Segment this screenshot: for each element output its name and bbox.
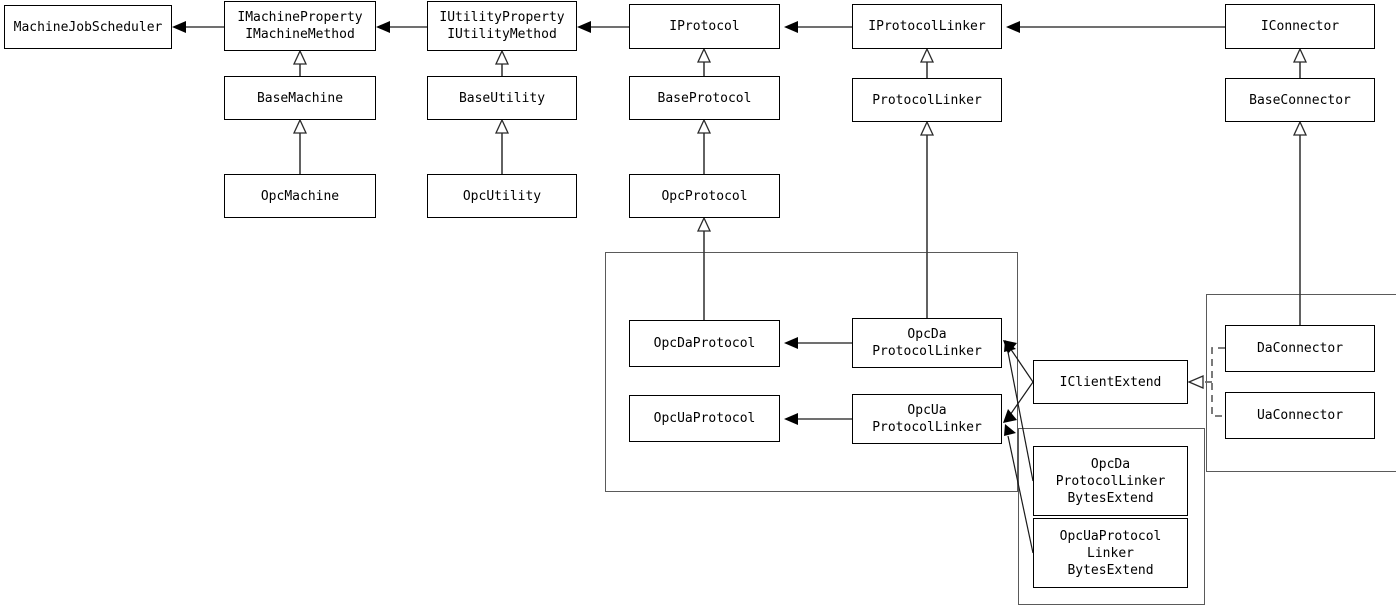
node-base-machine[interactable]: BaseMachine [224, 76, 376, 120]
node-opc-machine[interactable]: OpcMachine [224, 174, 376, 218]
node-opc-ua-protocol[interactable]: OpcUaProtocol [629, 395, 780, 442]
node-opc-utility[interactable]: OpcUtility [427, 174, 577, 218]
node-protocol-linker[interactable]: ProtocolLinker [852, 78, 1002, 122]
node-base-connector[interactable]: BaseConnector [1225, 78, 1375, 122]
node-iprotocol-linker[interactable]: IProtocolLinker [852, 4, 1002, 49]
group-protocol-package [605, 252, 1018, 492]
node-machine-job-scheduler[interactable]: MachineJobScheduler [4, 5, 172, 49]
node-opc-ua-linker-bytes-extend[interactable]: OpcUaProtocol Linker BytesExtend [1033, 518, 1188, 588]
node-opc-da-protocol-linker[interactable]: OpcDa ProtocolLinker [852, 318, 1002, 368]
node-base-utility[interactable]: BaseUtility [427, 76, 577, 120]
node-opc-protocol[interactable]: OpcProtocol [629, 174, 780, 218]
node-da-connector[interactable]: DaConnector [1225, 325, 1375, 372]
node-ua-connector[interactable]: UaConnector [1225, 392, 1375, 439]
node-imachine-property[interactable]: IMachineProperty IMachineMethod [224, 1, 376, 51]
node-iutility-property[interactable]: IUtilityProperty IUtilityMethod [427, 1, 577, 51]
node-opc-ua-protocol-linker[interactable]: OpcUa ProtocolLinker [852, 394, 1002, 444]
group-connector-package [1206, 294, 1396, 472]
node-iprotocol[interactable]: IProtocol [629, 4, 780, 49]
node-opc-da-linker-bytes-extend[interactable]: OpcDa ProtocolLinker BytesExtend [1033, 446, 1188, 516]
node-base-protocol[interactable]: BaseProtocol [629, 76, 780, 120]
node-iclient-extend[interactable]: IClientExtend [1033, 360, 1188, 404]
node-opc-da-protocol[interactable]: OpcDaProtocol [629, 320, 780, 367]
node-iconnector[interactable]: IConnector [1225, 4, 1375, 49]
